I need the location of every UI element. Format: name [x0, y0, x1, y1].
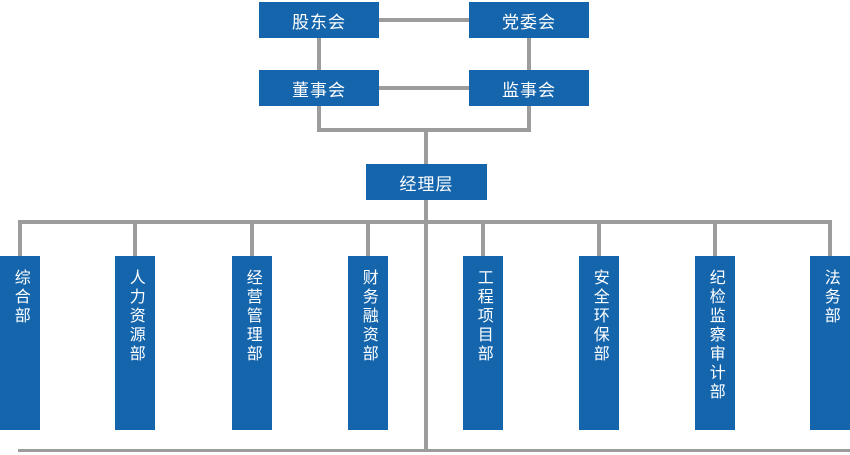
org-node-dept-legal: 法务部	[810, 256, 850, 430]
org-node-dept-safety-environment: 安全环保部	[579, 256, 619, 430]
org-node-dept-human-resources: 人力资源部	[115, 256, 155, 430]
connector-bracket-management	[424, 132, 428, 164]
stub-safety-dept	[597, 224, 601, 256]
org-node-label: 安全环保部	[590, 269, 608, 364]
bracket-horizontal-line	[317, 128, 531, 132]
org-node-label: 经营管理部	[243, 269, 261, 364]
org-node-label: 工程项目部	[474, 269, 492, 364]
org-node-management: 经理层	[366, 164, 487, 200]
stub-hr-dept	[133, 224, 137, 256]
connector-directors-supervisory	[379, 86, 469, 90]
connector-shareholders-directors	[317, 38, 321, 70]
org-node-board-of-directors: 董事会	[259, 70, 379, 106]
org-node-label: 人力资源部	[126, 269, 144, 364]
stub-discipline-dept	[713, 224, 717, 256]
org-node-dept-general: 综合部	[0, 256, 40, 430]
org-node-dept-engineering-projects: 工程项目部	[463, 256, 503, 430]
stub-operations-dept	[250, 224, 254, 256]
org-node-label: 纪检监察审计部	[706, 269, 724, 402]
bracket-left-vertical-line	[317, 106, 321, 132]
stub-legal-dept	[828, 224, 832, 256]
management-trunk-line	[424, 199, 428, 450]
org-node-supervisory-board: 监事会	[469, 70, 589, 106]
org-node-shareholders-meeting: 股东会	[259, 2, 379, 38]
org-node-party-committee: 党委会	[469, 2, 589, 38]
bracket-right-vertical-line	[527, 106, 531, 132]
org-node-dept-operations-management: 经营管理部	[232, 256, 272, 430]
org-node-label: 党委会	[502, 12, 556, 32]
stub-finance-dept	[366, 224, 370, 256]
org-node-label: 经理层	[399, 174, 454, 194]
stub-general-dept	[18, 224, 22, 256]
connector-shareholders-party	[379, 18, 469, 22]
connector-party-supervisory	[527, 38, 531, 70]
departments-horizontal-line	[18, 220, 832, 224]
org-node-label: 董事会	[292, 80, 346, 100]
org-node-dept-discipline-audit: 纪检监察审计部	[695, 256, 735, 430]
org-node-label: 财务融资部	[359, 269, 377, 364]
bottom-baseline	[18, 449, 850, 452]
stub-engineering-dept	[481, 224, 485, 256]
org-node-label: 法务部	[821, 269, 839, 326]
org-node-dept-finance-financing: 财务融资部	[348, 256, 388, 430]
org-node-label: 监事会	[502, 80, 556, 100]
org-node-label: 股东会	[292, 12, 346, 32]
org-node-label: 综合部	[11, 269, 29, 326]
